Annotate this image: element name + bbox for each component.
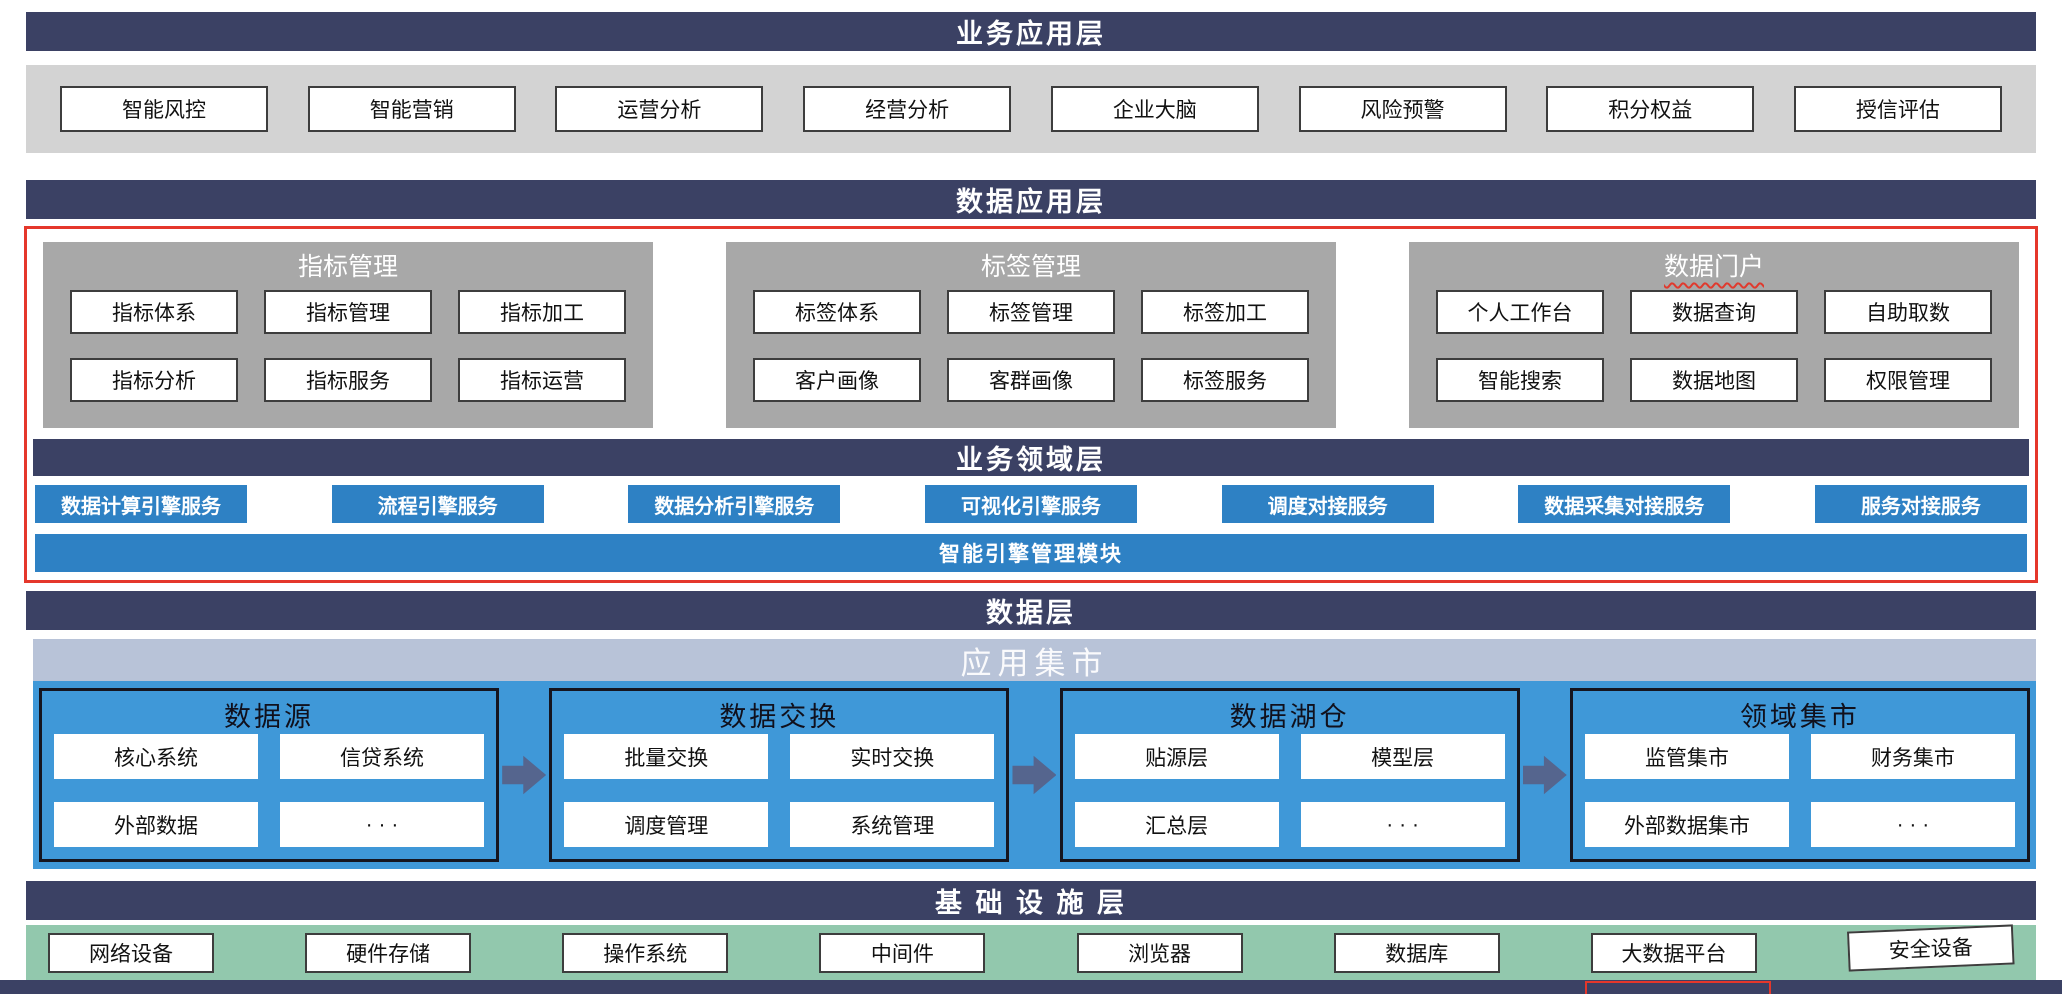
data-panel-item: 调度管理 [564,802,769,847]
panel-item: 指标分析 [70,358,238,402]
service-box: 数据采集对接服务 [1518,485,1731,523]
data-flow-row: 数据源 核心系统 信贷系统 外部数据 · · · 数据交换 批量交换 实时交换 … [33,681,2036,869]
panel-item: 个人工作台 [1436,290,1604,334]
data-layer-region: 应用集市 数据源 核心系统 信贷系统 外部数据 · · · 数据交换 批量交换 … [33,639,2036,869]
business-app-item: 运营分析 [555,86,764,132]
layer-header-data-app: 数据应用层 [26,180,2036,219]
panel-item: 智能搜索 [1436,358,1604,402]
data-panel-item: · · · [280,802,484,847]
infrastructure-band: 网络设备 硬件存储 操作系统 中间件 浏览器 数据库 大数据平台 安全设备 [26,924,2036,981]
panel-item: 指标服务 [264,358,432,402]
annotated-region: 指标管理 指标体系 指标管理 指标加工 指标分析 指标服务 指标运营 标签管理 … [24,226,2038,583]
infra-item: 硬件存储 [305,933,472,973]
service-box: 数据计算引擎服务 [35,485,247,523]
data-panel-grid: 贴源层 模型层 汇总层 · · · [1063,734,1517,847]
infra-item: 数据库 [1333,933,1500,973]
data-panel-item: 系统管理 [790,802,995,847]
business-app-band: 智能风控 智能营销 运营分析 经营分析 企业大脑 风险预警 积分权益 授信评估 [26,65,2036,153]
panel-item: 指标体系 [70,290,238,334]
bottom-layer-strip [0,980,2062,994]
data-panel-item: 核心系统 [54,734,258,779]
panel-data-portal: 数据门户 个人工作台 数据查询 自助取数 智能搜索 数据地图 权限管理 [1409,242,2019,428]
service-box: 流程引擎服务 [331,485,544,523]
data-panel-item: 监管集市 [1584,734,1789,779]
panel-item: 指标加工 [458,290,626,334]
data-panel-item: 模型层 [1300,734,1505,779]
panel-item: 标签服务 [1141,358,1309,402]
business-app-item: 企业大脑 [1050,86,1259,132]
panel-item: 标签加工 [1141,290,1309,334]
flow-arrow-icon [502,755,547,795]
panel-title: 指标管理 [297,253,398,281]
data-panel-item: 贴源层 [1074,734,1279,779]
data-panel-exchange: 数据交换 批量交换 实时交换 调度管理 系统管理 [549,688,1010,862]
data-panel-title: 领域集市 [1739,702,1860,732]
data-app-panels: 指标管理 指标体系 指标管理 指标加工 指标分析 指标服务 指标运营 标签管理 … [27,242,2035,428]
data-panel-item: 外部数据 [54,802,258,847]
panel-item: 权限管理 [1824,358,1992,402]
panel-title: 标签管理 [980,253,1081,281]
panel-item: 标签管理 [947,290,1115,334]
infra-item: 浏览器 [1076,933,1243,973]
layer-header-data: 数据层 [26,591,2036,630]
panel-grid: 个人工作台 数据查询 自助取数 智能搜索 数据地图 权限管理 [1409,290,2019,402]
panel-title: 数据门户 [1409,250,2019,288]
business-app-item: 智能营销 [307,86,516,132]
annotation-box [1585,981,1771,994]
data-panel-item: 实时交换 [790,734,995,779]
data-panel-grid: 核心系统 信贷系统 外部数据 · · · [42,734,496,847]
data-panel-item: · · · [1300,802,1505,847]
panel-item: 客户画像 [753,358,921,402]
data-panel-item: 外部数据集市 [1584,802,1789,847]
data-panel-item: · · · [1810,802,2015,847]
data-panel-item: 信贷系统 [280,734,484,779]
data-panel-item: 批量交换 [564,734,769,779]
infra-item: 大数据平台 [1590,933,1757,973]
infra-item: 安全设备 [1846,924,2015,972]
business-app-item: 授信评估 [1793,86,2002,132]
panel-grid: 指标体系 指标管理 指标加工 指标分析 指标服务 指标运营 [43,290,653,402]
panel-item: 自助取数 [1824,290,1992,334]
service-box: 可视化引擎服务 [924,485,1137,523]
panel-item: 指标管理 [264,290,432,334]
data-panel-title: 数据源 [224,702,314,732]
infra-item: 网络设备 [48,933,214,973]
panel-grid: 标签体系 标签管理 标签加工 客户画像 客群画像 标签服务 [726,290,1336,402]
panel-indicator-management: 指标管理 指标体系 指标管理 指标加工 指标分析 指标服务 指标运营 [43,242,653,428]
business-app-item: 经营分析 [803,86,1012,132]
business-app-item: 智能风控 [60,86,268,132]
service-box: 服务对接服务 [1814,485,2027,523]
service-box: 调度对接服务 [1221,485,1434,523]
infra-item: 操作系统 [562,933,729,973]
data-panel-title: 数据交换 [719,702,840,732]
data-panel-title: 数据湖仓 [1229,702,1350,732]
layer-header-business-domain: 业务领域层 [33,439,2029,476]
engine-management-bar: 智能引擎管理模块 [35,534,2027,572]
application-mart-strip: 应用集市 [33,639,2036,681]
spellcheck-squiggle-text: 数据门户 [1663,253,1764,281]
panel-tag-management: 标签管理 标签体系 标签管理 标签加工 客户画像 客群画像 标签服务 [726,242,1336,428]
engine-services-row: 数据计算引擎服务 流程引擎服务 数据分析引擎服务 可视化引擎服务 调度对接服务 … [27,485,2035,523]
business-app-item: 风险预警 [1298,86,1507,132]
layer-header-business-app: 业务应用层 [26,12,2036,51]
panel-item: 指标运营 [458,358,626,402]
panel-item: 数据查询 [1630,290,1798,334]
infra-item: 中间件 [819,933,986,973]
data-panel-item: 汇总层 [1074,802,1279,847]
data-panel-source: 数据源 核心系统 信贷系统 外部数据 · · · [39,688,499,862]
flow-arrow-icon [1012,755,1057,795]
data-panel-domain-mart: 领域集市 监管集市 财务集市 外部数据集市 · · · [1569,688,2030,862]
panel-item: 客群画像 [947,358,1115,402]
data-panel-lakehouse: 数据湖仓 贴源层 模型层 汇总层 · · · [1059,688,1520,862]
panel-item: 标签体系 [753,290,921,334]
business-app-item: 积分权益 [1546,86,1755,132]
panel-item: 数据地图 [1630,358,1798,402]
data-panel-item: 财务集市 [1810,734,2015,779]
flow-arrow-icon [1522,755,1567,795]
layer-header-infrastructure: 基 础 设 施 层 [26,881,2036,920]
data-panel-grid: 监管集市 财务集市 外部数据集市 · · · [1573,734,2027,847]
data-panel-grid: 批量交换 实时交换 调度管理 系统管理 [552,734,1006,847]
service-box: 数据分析引擎服务 [628,485,841,523]
